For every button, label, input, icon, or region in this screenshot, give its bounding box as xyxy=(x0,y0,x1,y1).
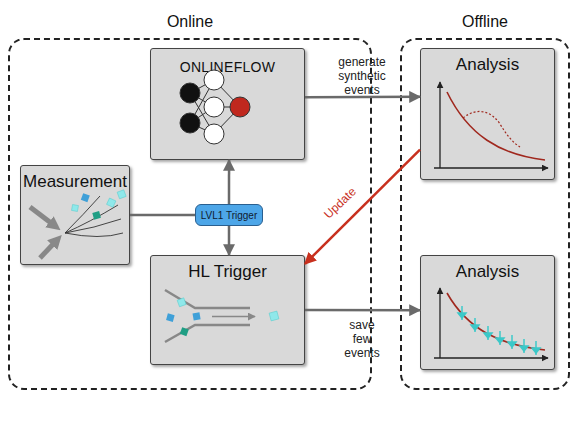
edge-label: generate synthetic events xyxy=(327,55,397,97)
connector-line xyxy=(130,214,195,217)
model-curve xyxy=(447,293,545,350)
edge-label: Update xyxy=(314,177,367,229)
process-box: HL Trigger xyxy=(150,255,305,365)
group-heading: Offline xyxy=(402,13,568,31)
error-bar xyxy=(523,339,525,353)
particle-track xyxy=(65,196,100,233)
data-points xyxy=(458,306,540,355)
error-bar xyxy=(461,306,463,320)
collision-sketch xyxy=(30,190,126,258)
box-title: HL Trigger xyxy=(151,262,304,282)
nn-hidden xyxy=(204,70,224,90)
group-heading: Online xyxy=(10,13,370,31)
event-square xyxy=(269,311,279,321)
box-title: ONLINEFLOW xyxy=(151,59,304,75)
nn-output xyxy=(230,97,250,117)
group-frame: OnlineONLINEFLOWMeasurementLVL1 TriggerH… xyxy=(8,38,372,390)
error-bar xyxy=(474,318,476,332)
process-box: Analysis xyxy=(420,48,555,180)
axis-line xyxy=(434,357,548,358)
error-bar xyxy=(487,326,489,340)
box-title: Measurement xyxy=(21,172,129,192)
connector-arrow xyxy=(228,226,231,255)
particle-track xyxy=(65,233,123,237)
beam-arrow xyxy=(40,240,57,258)
particle-hit xyxy=(107,198,116,207)
edge-label: save few events xyxy=(340,318,384,360)
nn-link xyxy=(214,107,240,134)
event-square xyxy=(180,327,189,336)
nn-input xyxy=(180,83,200,103)
connector-arrow xyxy=(305,150,420,264)
plot-synthetic xyxy=(434,82,548,168)
particle-track xyxy=(65,205,118,233)
model-curve xyxy=(447,92,545,160)
nn-link xyxy=(190,93,214,107)
connector-arrow xyxy=(305,309,420,312)
event-square xyxy=(193,312,201,320)
nn-link xyxy=(190,123,214,134)
box-title: Analysis xyxy=(421,262,554,282)
nn-link xyxy=(190,80,214,123)
trigger-funnel xyxy=(165,290,279,342)
error-bar xyxy=(535,341,537,355)
axis-line xyxy=(434,167,548,168)
particle-hit xyxy=(117,190,126,199)
neural-network xyxy=(180,70,250,144)
data-marker xyxy=(496,338,504,343)
nn-link xyxy=(214,107,240,108)
axis-line xyxy=(439,82,440,168)
data-marker xyxy=(484,333,492,338)
nn-hidden xyxy=(204,124,224,144)
nn-link xyxy=(190,107,214,123)
nn-link xyxy=(190,93,214,134)
nn-link xyxy=(214,80,240,107)
funnel-wall xyxy=(165,290,250,308)
event-square xyxy=(177,298,186,307)
data-marker xyxy=(471,325,479,330)
box-title: Analysis xyxy=(421,55,554,75)
nn-input xyxy=(180,113,200,133)
particle-hit xyxy=(92,211,101,220)
plot-data xyxy=(434,288,548,358)
axis-line xyxy=(439,288,440,358)
data-marker xyxy=(508,342,516,347)
trigger-pill: LVL1 Trigger xyxy=(195,204,263,226)
deviation-curve xyxy=(463,111,520,147)
beam-arrow xyxy=(30,207,55,226)
flow-arrow xyxy=(212,316,255,318)
data-marker xyxy=(520,346,528,351)
particle-track xyxy=(65,219,121,233)
process-box: Analysis xyxy=(420,255,555,370)
process-box: ONLINEFLOW xyxy=(150,48,305,160)
error-bar xyxy=(499,331,501,345)
error-bar xyxy=(511,335,513,349)
connector-arrow xyxy=(228,160,231,204)
process-box: Measurement xyxy=(20,165,130,265)
funnel-wall xyxy=(165,325,250,342)
particle-hit xyxy=(81,193,90,202)
data-marker xyxy=(532,348,540,353)
box-title: LVL1 Trigger xyxy=(196,205,262,225)
nn-hidden xyxy=(204,97,224,117)
connector-arrow xyxy=(305,96,420,99)
group-frame: OfflineAnalysisAnalysis xyxy=(400,38,570,390)
data-marker xyxy=(458,313,466,318)
particle-hit xyxy=(72,205,79,212)
event-square xyxy=(166,313,175,322)
nn-link xyxy=(190,80,214,93)
